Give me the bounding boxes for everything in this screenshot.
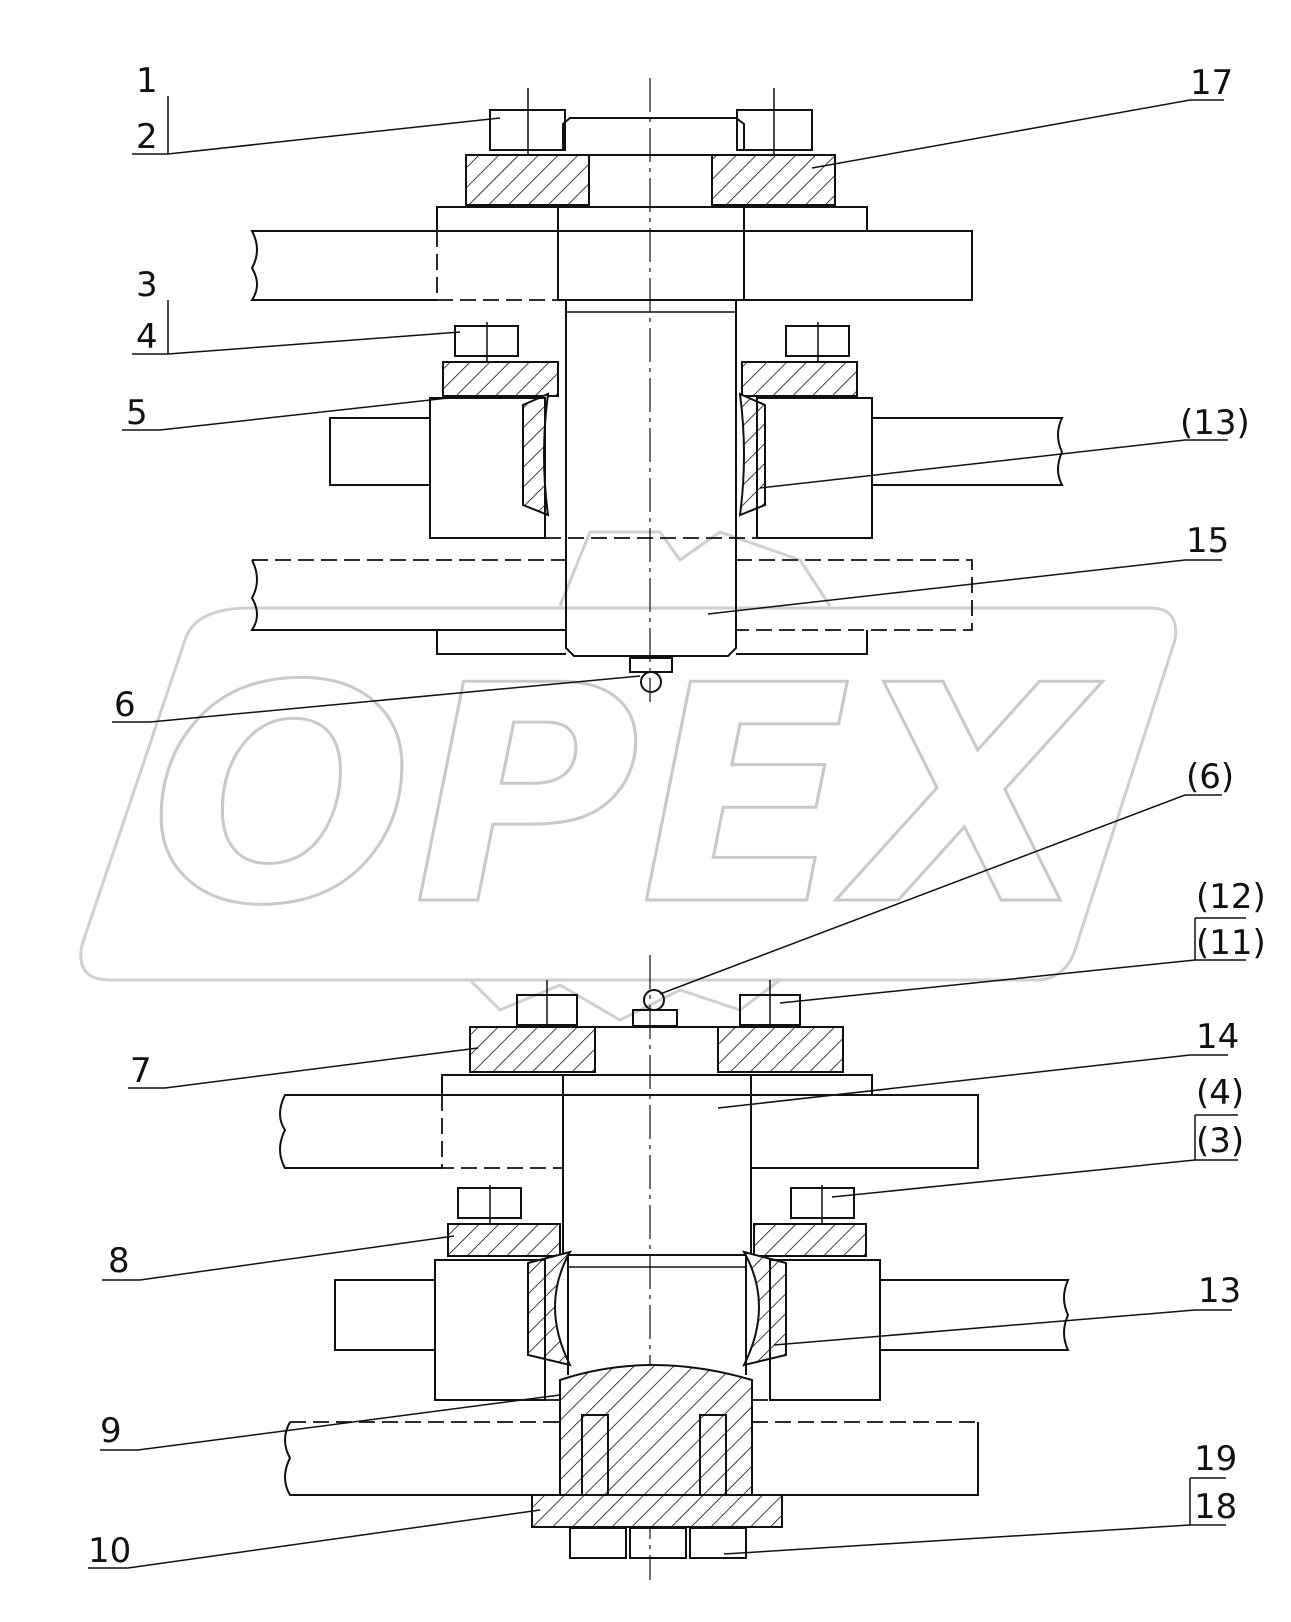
callout-10: 10 [88, 1531, 131, 1571]
callout-3: 3 [136, 265, 158, 305]
callout-18: 18 [1194, 1487, 1237, 1527]
callout-6: 6 [114, 685, 136, 725]
top-assembly [250, 88, 1064, 693]
callout-1: 1 [136, 61, 158, 101]
callout-13: 13 [1198, 1271, 1241, 1311]
callout-4: 4 [136, 317, 158, 357]
leaders [88, 96, 1246, 1569]
callout-15: 15 [1186, 521, 1229, 561]
callout-6-ref: (6) [1186, 757, 1234, 797]
callout-8: 8 [108, 1241, 130, 1281]
bottom-assembly [279, 980, 1070, 1559]
callout-5: 5 [126, 393, 148, 433]
callout-7: 7 [130, 1051, 152, 1091]
callout-labels: 1 2 17 3 4 5 (13) 15 6 (6) (12) (11) 7 1… [88, 61, 1266, 1571]
callout-19: 19 [1194, 1439, 1237, 1479]
callout-3-ref: (3) [1196, 1121, 1244, 1161]
callout-2: 2 [136, 117, 158, 157]
callout-17: 17 [1190, 63, 1233, 103]
callout-11-ref: (11) [1196, 923, 1266, 963]
callout-14: 14 [1196, 1017, 1239, 1057]
callout-4-ref: (4) [1196, 1073, 1244, 1113]
callout-9: 9 [100, 1411, 122, 1451]
watermark: OPEX [79, 530, 1178, 1022]
watermark-text: OPEX [150, 622, 1103, 971]
callout-12-ref: (12) [1196, 877, 1266, 917]
callout-13-ref: (13) [1180, 403, 1250, 443]
